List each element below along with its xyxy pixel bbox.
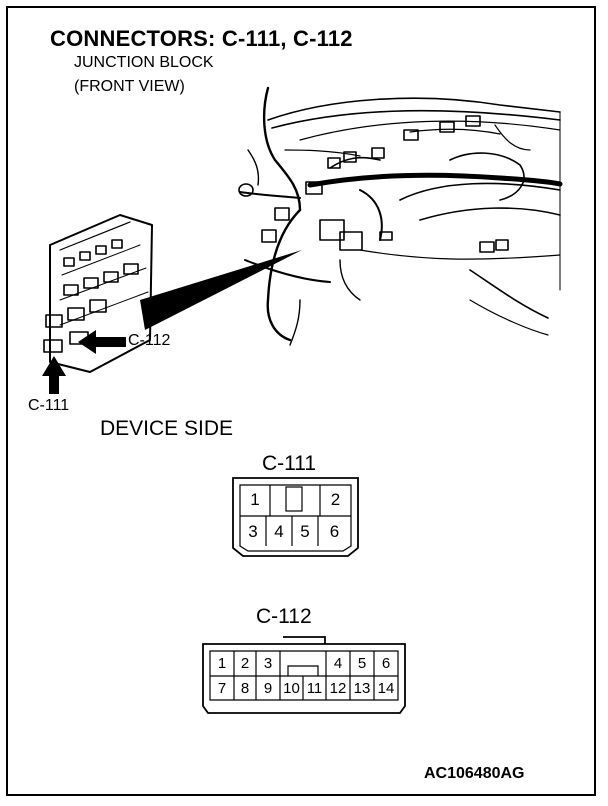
c111-outline	[232, 477, 359, 557]
c112-pin: 2	[240, 655, 250, 672]
c112-pin: 3	[263, 655, 273, 672]
c112-pin: 8	[240, 680, 250, 697]
c112-pin: 4	[333, 655, 343, 672]
c112-pin: 1	[217, 655, 227, 672]
c112-pin: 11	[306, 680, 323, 697]
c112-outline	[202, 636, 406, 714]
c112-pin: 13	[353, 680, 371, 697]
c112-pin: 6	[381, 655, 391, 672]
c111-pin: 4	[274, 522, 284, 541]
device-side-label: DEVICE SIDE	[100, 417, 234, 440]
c111-pin: 3	[248, 522, 258, 541]
c112-pin: 7	[217, 680, 227, 697]
c111-pin: 6	[329, 522, 340, 541]
c112-label: C-112	[256, 605, 312, 628]
callout-c111: C-111	[28, 397, 70, 414]
c111-pin: 2	[330, 490, 341, 509]
c111-pin: 1	[250, 490, 260, 509]
c112-pin: 12	[329, 680, 347, 697]
figure-title: CONNECTORS: C-111, C-112	[50, 26, 353, 51]
figure-code: AC106480AG	[424, 765, 525, 782]
c112-pin: 14	[377, 680, 395, 697]
subtitle-line-1: JUNCTION BLOCK	[74, 54, 214, 71]
c111-pin: 5	[300, 522, 310, 541]
c111-label: C-111	[262, 452, 317, 475]
c112-pin: 5	[357, 655, 367, 672]
c112-pin: 9	[263, 680, 273, 697]
callout-c112: C-112	[128, 332, 171, 349]
subtitle-line-2: (FRONT VIEW)	[74, 78, 185, 95]
c112-pin: 10	[283, 680, 300, 697]
figure-frame	[6, 6, 596, 796]
